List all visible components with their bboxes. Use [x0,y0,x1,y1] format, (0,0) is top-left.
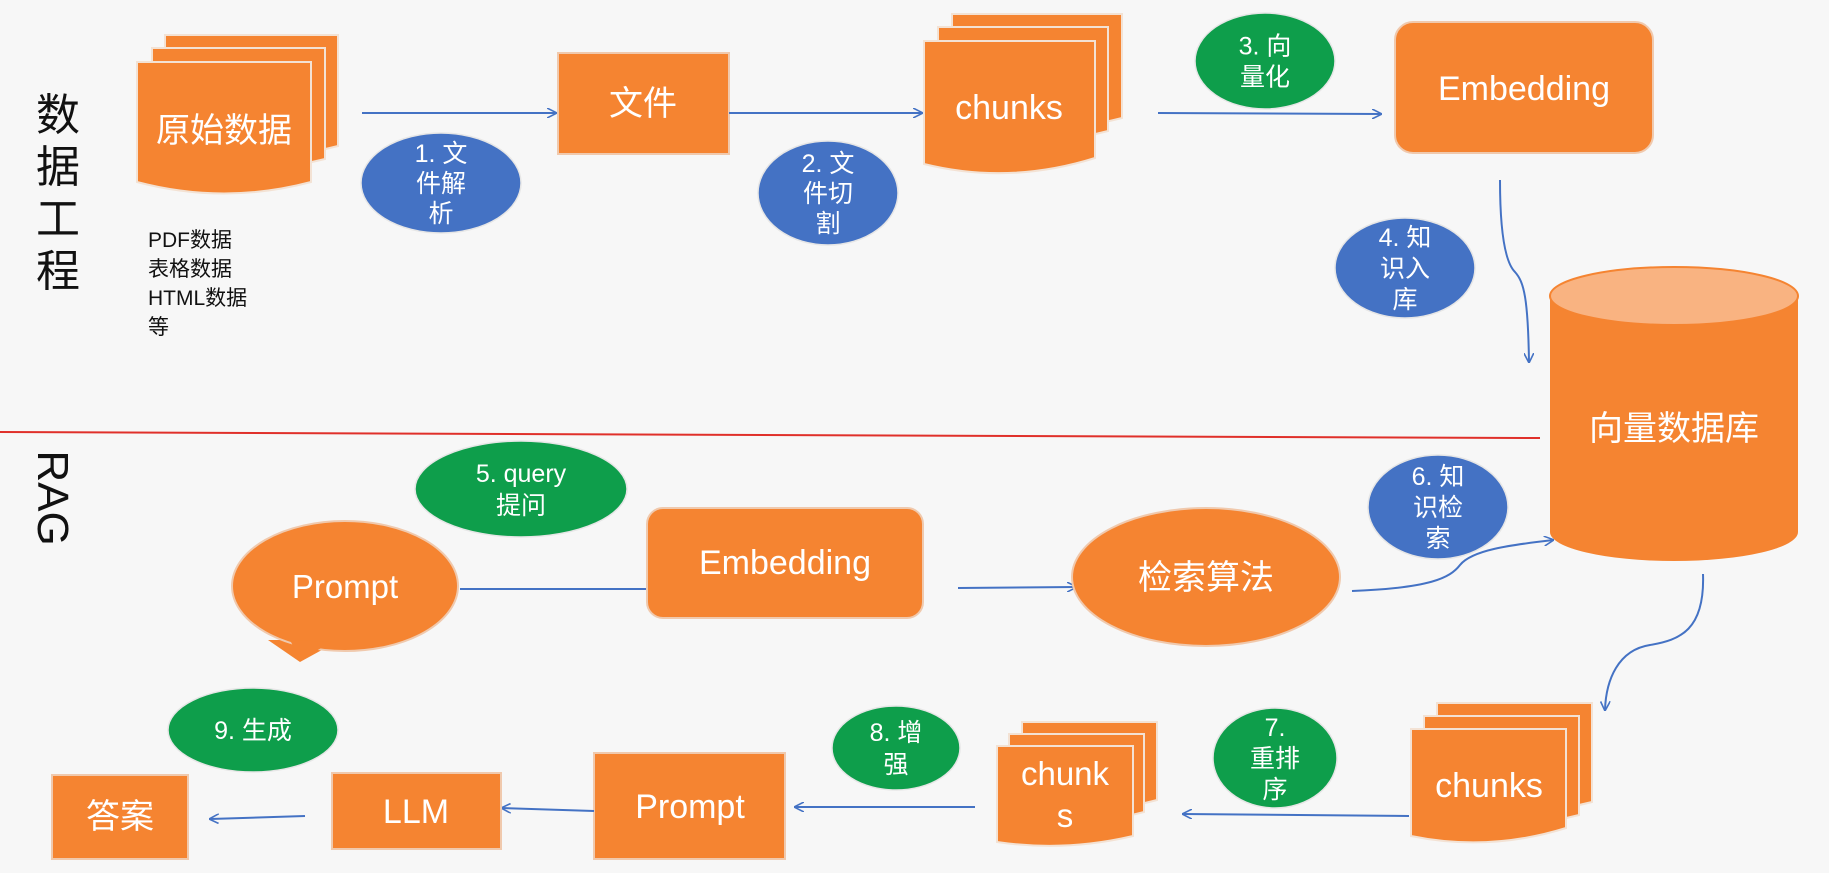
step-bubble-text: 提问 [496,492,546,520]
step-bubble-text: 序 [1262,776,1287,804]
step-bubble-text: 4. 知 [1379,224,1432,252]
step-bubble-text: 3. 向 [1239,33,1292,61]
arrow-chunks-to-reranked [1183,814,1410,816]
answer-label: 答案 [86,798,154,836]
embedding-box-rag: Embedding [646,507,924,619]
step-bubble-text: 7. [1265,714,1286,742]
step-bubble-text: 9. 生成 [214,717,292,745]
step-bubble-text: 识检 [1413,494,1463,522]
arrow-llm-to-answer [210,816,306,819]
step-bubble-shape [1194,12,1336,110]
step-bubble-5: 5. query 提问 [414,440,628,538]
step-bubble-text: 重排 [1250,745,1300,773]
section-label-char: 据 [36,143,80,192]
step-bubble-shape [757,140,899,246]
arrow-vector-db-to-chunks [1605,573,1705,710]
step-bubble-text: 割 [815,210,840,238]
step-bubble-text: 库 [1392,286,1417,314]
llm-label: LLM [383,793,449,831]
arrow-prompt-to-llm [502,808,595,811]
raw-data-note: HTML数据 [148,287,247,310]
reranked-chunks-label-line1: chunk [1021,755,1110,792]
answer-box: 答案 [51,774,189,860]
section-label-char: 程 [36,247,80,296]
chunks-document-stack: chunks [923,13,1123,175]
chunks-label: chunks [955,89,1063,127]
retrieval-label: 检索算法 [1138,559,1274,597]
step-bubble-shape [414,440,628,538]
llm-box: LLM [331,772,502,850]
raw-data-note: 等 [148,316,169,339]
step-bubble-text: 索 [1425,525,1450,553]
step-bubble-text: 强 [883,751,908,779]
retrieved-chunks-document-stack: chunks [1410,702,1593,844]
step-bubble-text: 量化 [1240,64,1290,92]
section-label-char: 数 [36,91,80,140]
retrieval-algorithm-ellipse: 检索算法 [1071,507,1341,647]
step-bubble-text: 8. 增 [870,719,923,747]
file-label: 文件 [609,85,677,123]
prompt-bubble-label: Prompt [292,568,398,605]
step-bubble-3: 3. 向量化 [1194,12,1336,110]
step-bubble-text: 1. 文 [415,140,468,168]
step-bubble-8: 8. 增强 [831,705,961,791]
section-divider [0,431,1541,439]
step-bubble-shape [1334,217,1476,319]
step-bubble-shape [831,705,961,791]
raw-data-notes: PDF数据 表格数据 HTML数据 等 [148,229,247,339]
step-bubble-9: 9. 生成 [167,687,339,773]
retrieved-chunks-label: chunks [1435,767,1543,805]
section-label-rag: RAG [28,450,77,545]
step-bubble-text: 析 [428,200,453,228]
file-box: 文件 [557,52,730,155]
reranked-chunks-document-stack: chunk s [996,721,1158,847]
arrow-chunks-to-embedding [1157,113,1381,114]
step-bubble-text: 识入 [1380,255,1430,283]
step-bubble-text: 5. query [476,460,567,488]
reranked-chunks-label-line2: s [1057,797,1074,834]
raw-data-document-stack: 原始数据 [136,34,339,195]
section-label-data-engineering: 数 据 工 程 [36,91,80,296]
raw-data-note: PDF数据 [148,229,232,252]
vector-db-label: 向量数据库 [1589,410,1759,448]
step-bubble-shape [360,132,522,234]
arrow-retrieval-to-vector-db [1351,540,1553,592]
prompt-box-label: Prompt [635,788,745,826]
arrow-embedding-to-vector-db [1499,179,1529,362]
embedding-label-top: Embedding [1438,70,1610,108]
vector-database-cylinder: 向量数据库 [1549,266,1799,561]
raw-data-label: 原始数据 [156,112,292,150]
section-label-char: 工 [36,195,80,244]
step-bubble-text: 6. 知 [1412,463,1465,491]
prompt-speech-bubble: Prompt [231,520,459,662]
raw-data-note: 表格数据 [148,258,232,281]
step-bubble-shape [1367,454,1509,560]
embedding-box-top: Embedding [1394,21,1654,154]
prompt-box: Prompt [593,752,786,860]
step-bubble-text: 2. 文 [802,150,855,178]
step-bubble-7: 7. 重排序 [1212,707,1338,809]
arrow-embedding-to-retrieval [957,587,1076,588]
step-bubble-shape [167,687,339,773]
step-bubble-shape [1212,707,1338,809]
embedding-label-rag: Embedding [699,544,871,582]
step-bubble-text: 件解 [416,170,466,198]
step-bubble-text: 件切 [803,180,853,208]
